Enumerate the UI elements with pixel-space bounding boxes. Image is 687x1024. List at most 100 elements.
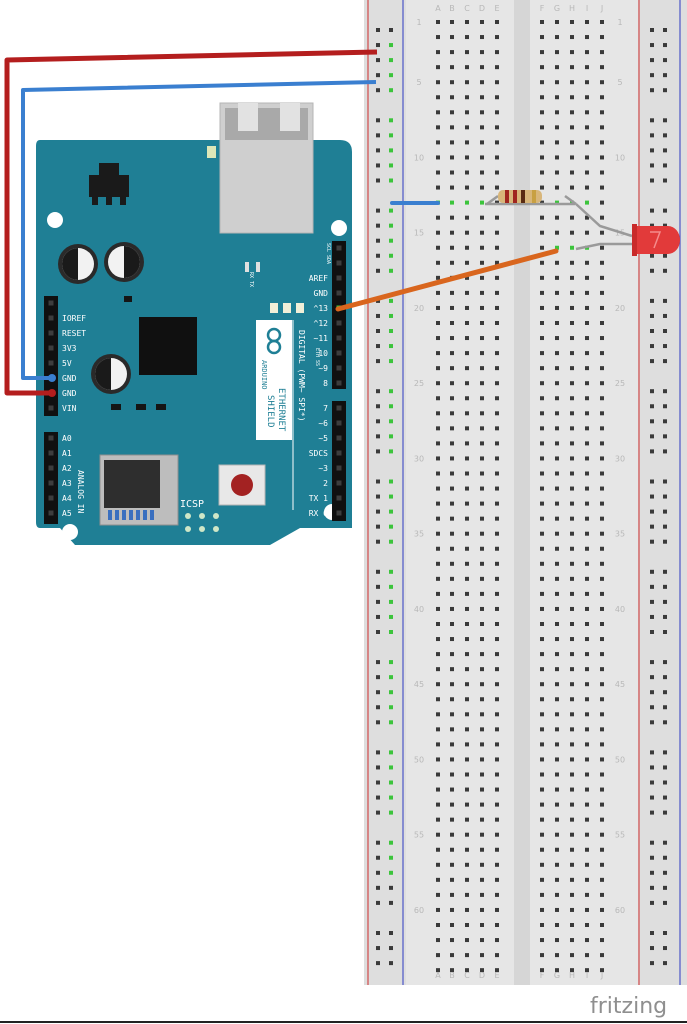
breadboard-hole xyxy=(555,606,559,611)
breadboard-hole xyxy=(480,923,484,927)
rail-hole xyxy=(650,599,654,604)
breadboard-hole xyxy=(600,772,604,777)
breadboard-hole xyxy=(600,727,604,732)
breadboard-hole xyxy=(436,351,440,356)
breadboard-hole xyxy=(585,637,589,642)
breadboard-hole xyxy=(450,531,454,536)
breadboard-hole xyxy=(540,50,544,55)
breadboard-hole xyxy=(465,110,469,115)
breadboard-hole xyxy=(600,802,604,807)
rail-hole xyxy=(376,720,380,725)
rail-hole xyxy=(376,178,380,183)
breadboard-hole xyxy=(600,125,604,130)
breadboard-hole xyxy=(555,953,559,958)
rail-hole xyxy=(389,163,393,168)
rail-hole xyxy=(650,434,654,439)
breadboard-hole xyxy=(555,682,559,687)
breadboard-hole xyxy=(436,185,440,190)
breadboard-hole xyxy=(570,290,574,295)
breadboard-hole xyxy=(436,682,440,687)
breadboard-hole xyxy=(585,606,589,611)
breadboard-hole xyxy=(480,591,484,596)
breadboard-hole xyxy=(555,877,559,882)
breadboard-hole xyxy=(495,591,499,596)
breadboard-hole xyxy=(436,140,440,145)
icsp-header xyxy=(185,513,219,532)
row-number: 1 xyxy=(416,18,421,27)
breadboard-hole xyxy=(555,155,559,160)
breadboard-hole xyxy=(465,351,469,356)
wire-red-gnd[interactable] xyxy=(4,49,378,396)
resistor-band xyxy=(513,190,517,203)
rail-hole xyxy=(663,28,667,32)
breadboard-hole xyxy=(570,712,574,717)
rail-hole xyxy=(650,404,654,409)
rail-hole xyxy=(389,931,393,935)
rail-hole xyxy=(389,840,393,845)
breadboard-hole xyxy=(480,772,484,777)
breadboard-hole xyxy=(540,817,544,822)
resistor[interactable] xyxy=(485,190,577,206)
rail-hole xyxy=(650,419,654,424)
breadboard-hole xyxy=(585,35,589,40)
breadboard-hole xyxy=(600,80,604,85)
breadboard-hole xyxy=(540,381,544,386)
breadboard-hole xyxy=(555,652,559,657)
breadboard-hole xyxy=(465,95,469,100)
led[interactable] xyxy=(575,203,680,256)
rail-hole xyxy=(650,268,654,273)
breadboard-hole xyxy=(540,336,544,341)
breadboard-hole xyxy=(555,396,559,401)
breadboard-hole xyxy=(600,907,604,912)
breadboard-hole xyxy=(436,667,440,672)
breadboard-hole xyxy=(480,456,484,461)
breadboard-hole xyxy=(585,50,589,55)
reset-button-cap[interactable] xyxy=(231,474,253,496)
rail-hole xyxy=(663,268,667,273)
power-header xyxy=(44,296,58,416)
breadboard-hole xyxy=(480,35,484,40)
breadboard-hole xyxy=(555,411,559,416)
pin-label: 3V3 xyxy=(62,344,77,353)
rail-hole xyxy=(663,840,667,845)
breadboard-hole xyxy=(495,531,499,536)
breadboard-hole xyxy=(600,275,604,280)
rx-tx-tiny-label: RX TX xyxy=(248,272,254,287)
rail-hole xyxy=(389,344,393,349)
wire-blue-gnd[interactable] xyxy=(21,80,377,380)
breadboard-hole xyxy=(436,20,440,24)
rail-hole xyxy=(389,28,393,32)
breadboard-hole xyxy=(436,471,440,476)
resistor-band xyxy=(532,190,536,203)
row-number: 40 xyxy=(414,605,424,614)
wire-orange-pin13[interactable] xyxy=(335,248,559,312)
breadboard-hole xyxy=(450,35,454,40)
breadboard-hole xyxy=(585,65,589,70)
breadboard-hole xyxy=(465,877,469,882)
breadboard-hole xyxy=(540,275,544,280)
rail-hole xyxy=(376,449,380,454)
breadboard-hole xyxy=(495,561,499,566)
rail-hole xyxy=(663,223,667,228)
breadboard-hole xyxy=(600,456,604,461)
breadboard-hole xyxy=(585,95,589,100)
rail-hole xyxy=(663,43,667,48)
rail-hole xyxy=(376,705,380,710)
breadboard-hole xyxy=(465,516,469,521)
breadboard-hole xyxy=(495,667,499,672)
breadboard-hole xyxy=(436,712,440,717)
rail-hole xyxy=(376,765,380,770)
shield-name-line-2: SHIELD xyxy=(265,395,275,428)
breadboard-hole xyxy=(585,366,589,371)
breadboard-hole xyxy=(436,606,440,611)
rail-hole xyxy=(650,178,654,183)
breadboard-hole xyxy=(600,245,604,250)
breadboard-hole xyxy=(585,742,589,747)
breadboard-hole xyxy=(540,426,544,431)
rail-hole xyxy=(663,946,667,951)
breadboard-hole xyxy=(570,471,574,476)
breadboard-hole xyxy=(585,260,589,265)
breadboard-hole xyxy=(600,892,604,897)
header-pin xyxy=(336,275,342,281)
